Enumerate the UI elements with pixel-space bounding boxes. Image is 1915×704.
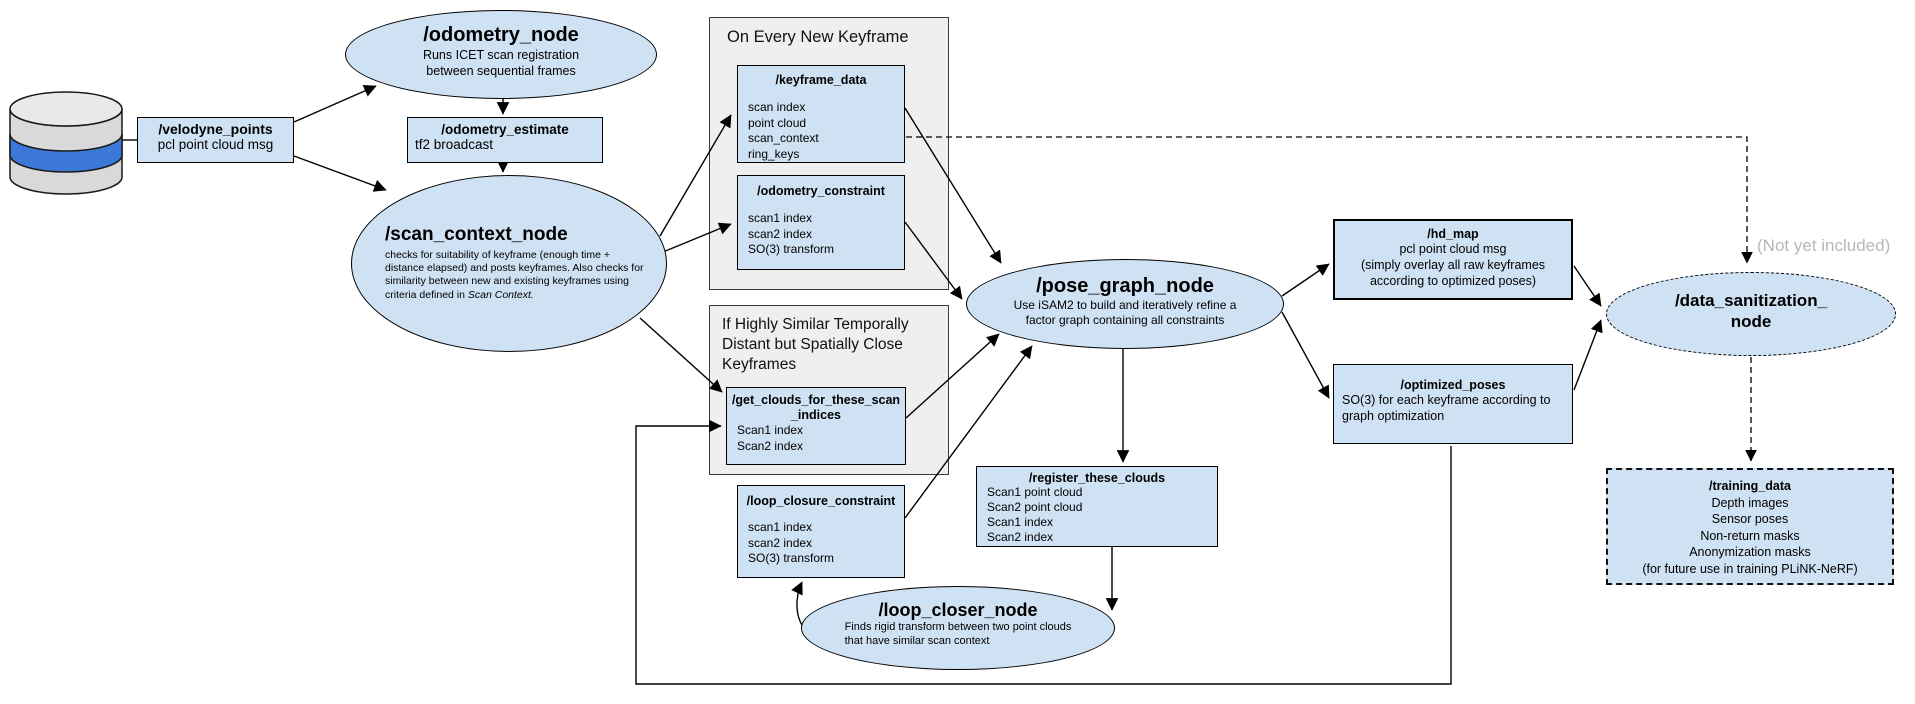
topic-title: /get_clouds_for_these_scan_indices [731, 393, 901, 422]
node-desc-line: Use iSAM2 to build and iteratively refin… [1013, 298, 1237, 312]
node-loop-closer: /loop_closer_node Finds rigid transform … [801, 586, 1115, 670]
node-desc-line: that have similar scan context [844, 634, 990, 647]
arrow-hd-map-to-data-sanitization [1573, 265, 1602, 307]
topic-field: SO(3) transform [748, 242, 835, 256]
topic-title: /hd_map [1427, 227, 1479, 241]
node-title: /scan_context_node [385, 224, 568, 245]
group-label: If Highly Similar Temporally Distant but… [722, 316, 909, 373]
topic-field: Anonymization masks [1689, 545, 1811, 559]
node-desc-line: Runs ICET scan registration [422, 48, 580, 62]
topic-body: SO(3) for each keyframe according to gra… [1342, 393, 1551, 423]
node-desc-line: Finds rigid transform between two point … [844, 621, 1072, 633]
arrow-optimized-poses-to-data-sanitization [1573, 319, 1603, 391]
node-pose-graph: /pose_graph_node Use iSAM2 to build and … [966, 259, 1284, 349]
topic-field: Scan1 index [987, 515, 1054, 529]
topic-field: scan1 index [748, 211, 813, 225]
topic-field: Scan1 index [737, 423, 804, 437]
topic-subtitle: pcl point cloud msg [157, 137, 274, 152]
topic-field: point cloud [748, 115, 807, 130]
arrow-get-clouds-to-pose-graph [905, 333, 1000, 419]
topic-line: pcl point cloud msg [1399, 242, 1507, 256]
topic-body: tf2 broadcast [415, 137, 494, 152]
node-desc-italic: Scan Context. [467, 288, 534, 301]
topic-line: (simply overlay all raw keyframes [1360, 258, 1546, 272]
node-desc-text: checks for suitability of keyframe (enou… [385, 249, 644, 301]
node-title: /odometry_node [423, 24, 579, 46]
topic-field: Non-return masks [1700, 528, 1800, 543]
group-label: On Every New Keyframe [727, 28, 909, 46]
topic-field: Sensor poses [1711, 512, 1789, 526]
node-data-sanitization: /data_sanitization_ node [1606, 272, 1896, 356]
arrow-odometry-constraint-to-pose-graph [904, 221, 963, 300]
topic-keyframe-data: /keyframe_data scan index point cloud sc… [737, 65, 905, 163]
topic-title: /odometry_constraint [757, 184, 885, 198]
node-title-line: node [1730, 312, 1772, 331]
topic-field: (for future use in training PLiNK-NeRF) [1642, 561, 1858, 576]
topic-field: scan2 index [748, 535, 813, 550]
node-desc: checks for suitability of keyframe (enou… [385, 249, 647, 302]
topic-optimized-poses: /optimized_poses SO(3) for each keyframe… [1333, 364, 1573, 444]
topic-velodyne-points: /velodyne_points pcl point cloud msg [137, 117, 294, 163]
topic-training-data: /training_data Depth images Sensor poses… [1606, 468, 1894, 585]
node-desc-line: between sequential frames [426, 64, 576, 78]
topic-odometry-constraint: /odometry_constraint scan1 index scan2 i… [737, 175, 905, 270]
topic-title: /register_these_clouds [1028, 471, 1166, 485]
topic-field: Scan2 index [737, 438, 804, 453]
topic-field: scan_context [748, 131, 819, 145]
topic-title: /odometry_estimate [441, 122, 569, 137]
topic-title: /training_data [1709, 479, 1791, 493]
arrow-keyframe-data-to-pose-graph [904, 107, 1002, 264]
node-title: /pose_graph_node [1036, 275, 1214, 297]
topic-field: scan2 index [748, 226, 813, 241]
database-top [9, 91, 123, 127]
topic-field: ring_keys [748, 146, 800, 161]
topic-title: /loop_closure_constraint [746, 494, 896, 508]
database-blue-band [9, 133, 123, 173]
node-odometry: /odometry_node Runs ICET scan registrati… [345, 10, 657, 99]
arrow-loop-closure-to-pose-graph [904, 345, 1033, 519]
dashed-arrow-keyframe-data-to-data-sanitization [906, 136, 1753, 264]
topic-odometry-estimate: /odometry_estimate tf2 broadcast [407, 117, 603, 163]
topic-title: /keyframe_data [775, 73, 867, 87]
arrow-velodyne-to-scan-context [293, 155, 387, 192]
topic-field: Scan2 index [987, 530, 1054, 544]
node-desc-line: factor graph containing all constraints [1025, 313, 1225, 327]
topic-field: Scan2 point cloud [987, 500, 1083, 514]
topic-get-clouds-for-these-scan-indices: /get_clouds_for_these_scan_indices Scan1… [726, 387, 906, 465]
arrow-optimized-poses-feedback-to-get-clouds [635, 419, 1452, 685]
topic-line: according to optimized poses) [1369, 274, 1537, 288]
topic-title: /velodyne_points [158, 121, 273, 137]
topic-register-these-clouds: /register_these_clouds Scan1 point cloud… [976, 466, 1218, 547]
topic-hd-map: /hd_map pcl point cloud msg (simply over… [1333, 219, 1573, 300]
annotation-not-yet-included: (Not yet included) [1757, 236, 1891, 255]
arrow-pose-graph-to-hd-map [1281, 263, 1330, 297]
arrow-scan-context-to-keyframe-data [659, 114, 732, 237]
arrow-scan-context-to-get-clouds [639, 317, 723, 393]
topic-title: /optimized_poses [1400, 378, 1506, 392]
topic-field: Depth images [1711, 495, 1789, 510]
node-title: /loop_closer_node [878, 600, 1038, 620]
topic-field: scan1 index [748, 520, 813, 534]
arrow-scan-context-to-odometry-constraint [662, 222, 732, 253]
topic-field: SO(3) transform [748, 551, 835, 565]
topic-field: scan index [748, 100, 806, 114]
arrow-velodyne-to-odometry-node [293, 85, 377, 123]
node-title-line: /data_sanitization_ [1674, 291, 1828, 310]
topic-loop-closure-constraint: /loop_closure_constraint scan1 index sca… [737, 485, 905, 578]
node-scan-context: /scan_context_node checks for suitabilit… [351, 175, 667, 352]
topic-field: Scan1 point cloud [987, 485, 1083, 499]
arrow-pose-graph-to-optimized-poses [1281, 311, 1330, 399]
database-icon [9, 91, 123, 195]
